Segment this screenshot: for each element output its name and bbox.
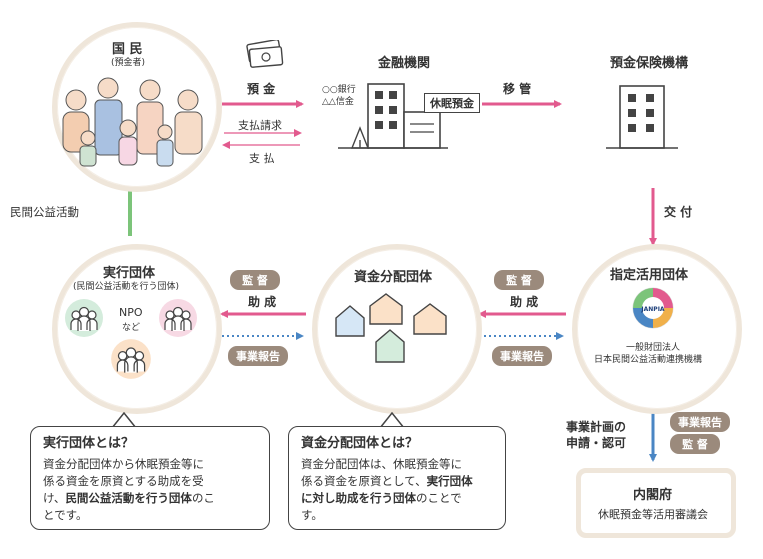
grant-delivery-label: 交 付	[664, 205, 693, 219]
payment-label: 支 払	[249, 152, 275, 165]
distributor-title: 資金分配団体	[354, 270, 433, 285]
callout-executor: 実行団体とは？ 資金分配団体から休眠預金等に 係る資金を原資とする助成を受 け、…	[30, 426, 270, 530]
executor-subtitle: (民間公益活動を行う団体)	[73, 282, 180, 292]
callout-distributor-title: 資金分配団体とは？	[301, 436, 419, 451]
citizens-title: 国 民	[112, 42, 143, 57]
callout-distributor-line1: 資金分配団体は、休眠預金等に	[301, 457, 462, 471]
callout-distributor-line2: 係る資金を原資として、実行団体	[301, 474, 473, 488]
assistance-label-2: 助 成	[510, 295, 539, 309]
callout-pointer-distributor	[380, 412, 404, 428]
dormant-deposit-label: 休眠預金	[430, 97, 474, 110]
dic-title: 預金保険機構	[610, 56, 689, 71]
report-pill-1: 事業報告	[228, 346, 288, 366]
designated-circle	[572, 244, 742, 414]
assistance-label-1: 助 成	[248, 295, 277, 309]
callout-distributor-line4: す。	[301, 508, 323, 522]
supervision-pill-2: 監 督	[494, 270, 544, 290]
designated-org-line1: 一般財団法人	[626, 343, 681, 353]
callout-pointer-executor	[112, 412, 136, 428]
payment-request-label: 支払請求	[238, 119, 282, 132]
citizens-subtitle: (預金者)	[111, 58, 146, 68]
plan-label-line2: 申請・認可	[566, 436, 627, 450]
dic-building-icon	[606, 85, 678, 149]
group-orange-icon	[111, 339, 151, 379]
callout-executor-line2: 係る資金を原資とする助成を受	[43, 474, 204, 488]
report-pill-3: 事業報告	[670, 412, 730, 432]
janpia-logo-icon: JANPIA	[632, 287, 674, 329]
callout-executor-title: 実行団体とは？	[43, 436, 135, 451]
family-illustration	[62, 77, 203, 167]
bank-building-icon	[338, 83, 448, 149]
supervision-pill-1: 監 督	[230, 270, 280, 290]
money-icon	[246, 40, 284, 68]
callout-distributor: 資金分配団体とは？ 資金分配団体は、休眠預金等に 係る資金を原資として、実行団体…	[288, 426, 506, 530]
bank-title: 金融機関	[378, 56, 431, 71]
houses-illustration	[335, 293, 447, 363]
callout-executor-line1: 資金分配団体から休眠預金等に	[43, 457, 204, 471]
callout-executor-line4: とです。	[43, 508, 88, 522]
cabinet-subtitle: 休眠預金等活用審議会	[598, 508, 708, 521]
npo-sub-label: など	[122, 323, 141, 333]
group-pink-icon	[159, 299, 197, 337]
dormant-deposit-box: 休眠預金	[424, 93, 480, 113]
bank-name-1: ○○銀行	[322, 85, 356, 95]
transfer-label: 移 管	[503, 82, 532, 96]
deposit-label: 預 金	[247, 82, 276, 96]
group-green-icon	[65, 299, 103, 337]
callout-distributor-line3: に対し助成を行う団体のことで	[301, 491, 462, 505]
janpia-logo-text: JANPIA	[640, 306, 665, 313]
public-activity-label: 民間公益活動	[10, 205, 79, 219]
callout-executor-line3: け、民間公益活動を行う団体のこ	[43, 491, 215, 505]
executor-title: 実行団体	[103, 266, 156, 281]
cabinet-box	[576, 468, 736, 538]
designated-org-line2: 日本民間公益活動連携機構	[594, 355, 703, 365]
report-pill-2: 事業報告	[492, 346, 552, 366]
bank-name-2: △△信金	[322, 97, 354, 107]
designated-title: 指定活用団体	[610, 268, 689, 283]
supervision-pill-3: 監 督	[670, 434, 720, 454]
npo-label: NPO	[119, 306, 143, 319]
plan-label-line1: 事業計画の	[566, 420, 627, 434]
cabinet-title: 内閣府	[633, 488, 673, 503]
